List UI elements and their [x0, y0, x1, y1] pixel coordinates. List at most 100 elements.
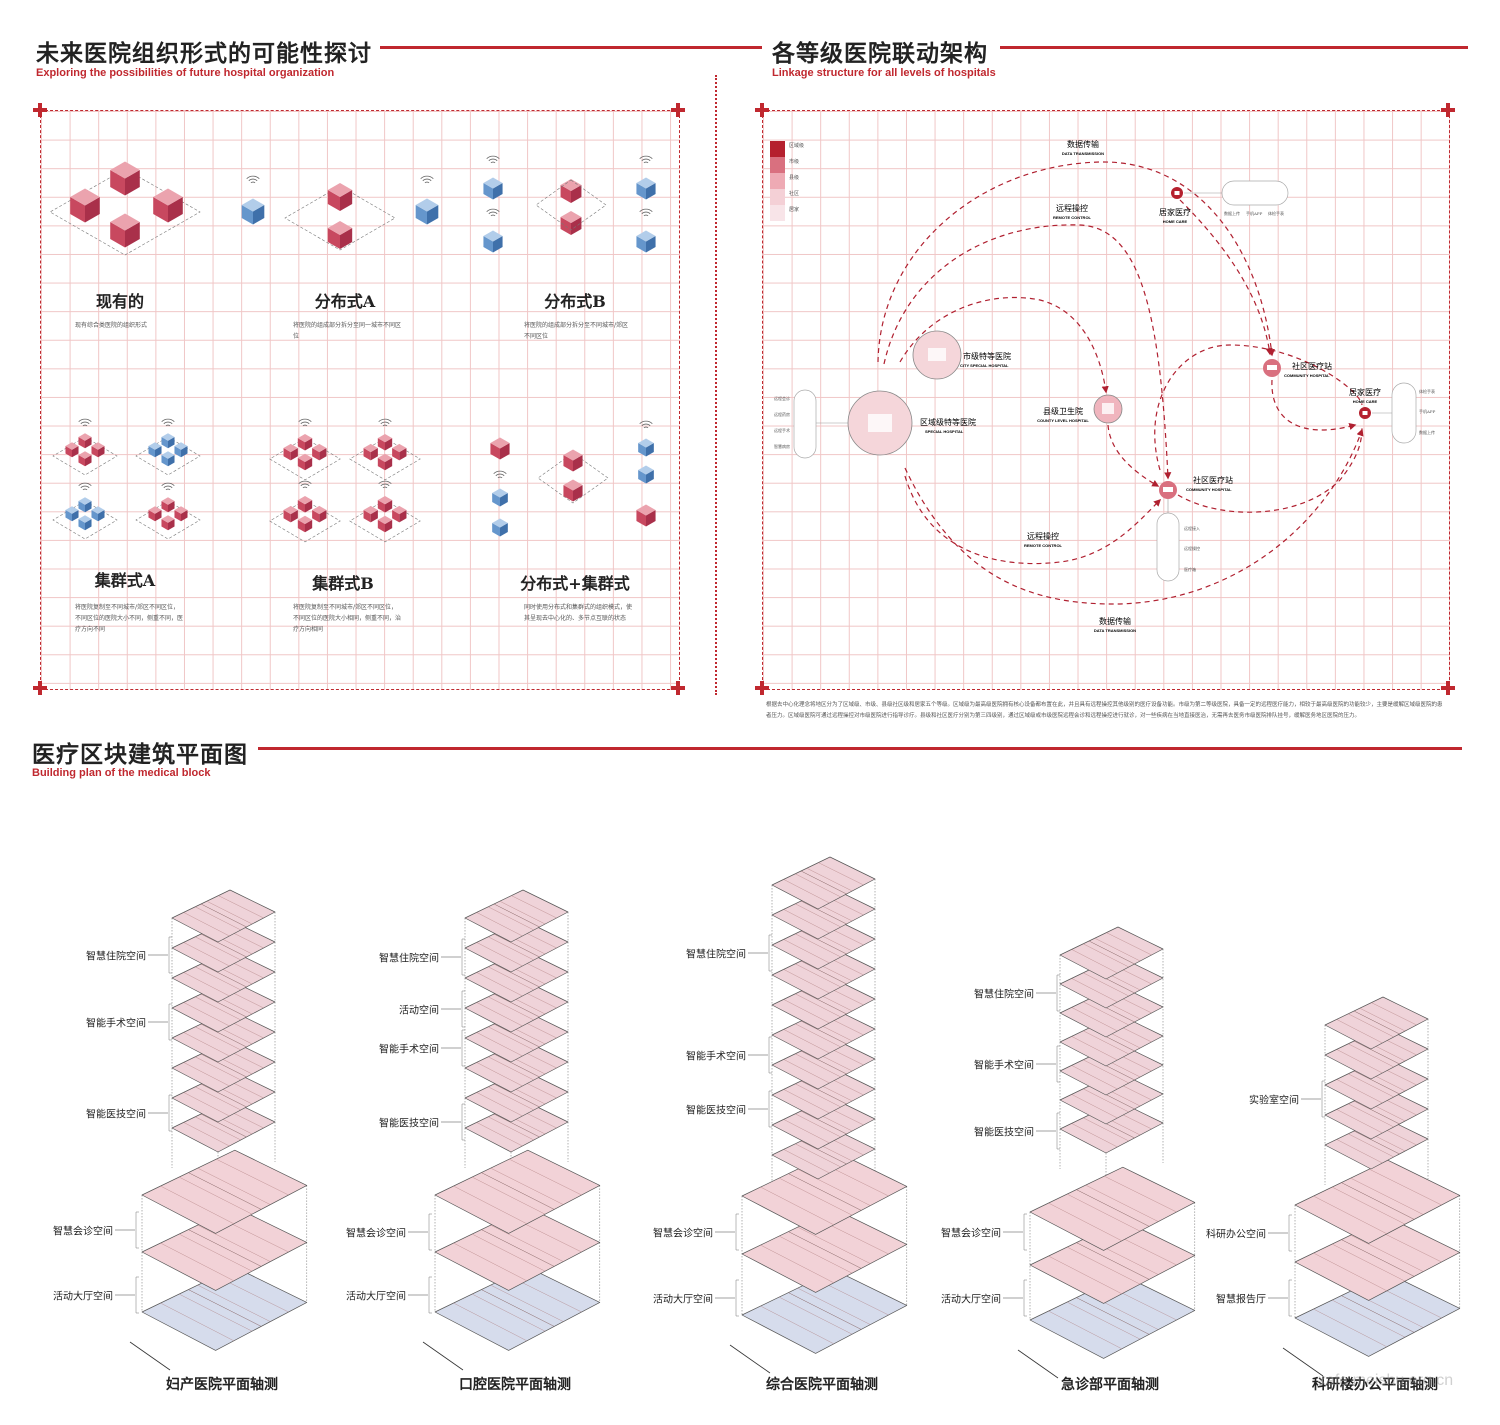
- community-hospital-label: 社区医疗站: [1292, 361, 1332, 371]
- tower-floor-plate: [771, 856, 876, 910]
- section3-subtitle: Building plan of the medical block: [32, 767, 211, 779]
- red-cube: [363, 443, 378, 461]
- red-cube: [377, 515, 393, 533]
- section1-subtitle: Exploring the possibilities of future ho…: [36, 67, 335, 79]
- legend-swatch: [770, 173, 785, 189]
- community-hospital-label-en: COMMUNITY HOSPITAL: [1186, 487, 1232, 492]
- service-label: 医疗箱: [1184, 566, 1196, 572]
- wifi-icon: [486, 208, 500, 217]
- watermark: xafa.meishu.org.cn: [1318, 1372, 1454, 1389]
- bracket: [735, 1279, 739, 1317]
- site-boundary: [284, 185, 396, 251]
- home-devices-pill: [1221, 180, 1289, 206]
- tower-floor-plate: [771, 1006, 876, 1060]
- red-cube: [153, 188, 183, 223]
- hospital-building-icon: [868, 414, 892, 432]
- bracket: [1023, 1279, 1027, 1317]
- blue-cube: [638, 465, 654, 484]
- corner-plus-icon: [1441, 103, 1455, 117]
- legend-label: 区域级: [789, 142, 804, 149]
- red-cube: [283, 505, 298, 523]
- wifi-icon: [161, 418, 175, 427]
- space-label: 活动大厅空间: [53, 1291, 113, 1303]
- community-hospital-label-en: COMMUNITY HOSPITAL: [1284, 373, 1330, 378]
- space-label: 智慧会诊空间: [346, 1228, 406, 1240]
- ground-floor-plate: [1029, 1274, 1196, 1359]
- red-cube: [297, 495, 313, 513]
- title-rule: [380, 46, 762, 49]
- org-desc-distributed-b: 将医院的组成部分拆分至不同城市/郊区不同区位: [524, 322, 629, 340]
- corner-plus-icon: [1441, 681, 1455, 695]
- red-cube: [65, 442, 79, 458]
- corner-plus-icon: [755, 103, 769, 117]
- bracket: [735, 1213, 739, 1251]
- blue-cube: [636, 230, 656, 253]
- home-care-link: [1179, 199, 1273, 356]
- blue-cube: [91, 506, 105, 522]
- red-cube: [327, 183, 353, 211]
- space-label: 智慧住院空间: [686, 949, 746, 961]
- remote-control-label-en: REMOTE CONTROL: [1024, 543, 1063, 548]
- linkage-diagram: 区域级 市级 县级 社区 居家: [770, 139, 1436, 633]
- bracket: [461, 1029, 465, 1067]
- bracket: [135, 1211, 139, 1249]
- city-hospital-label: 市级特等医院: [963, 351, 1011, 361]
- county-hospital-label-en: COUNTY LEVEL HOSPITAL: [1037, 418, 1089, 423]
- legend-label: 居家: [789, 206, 799, 213]
- tower-floor-plate: [1324, 996, 1429, 1050]
- ground-floor-plate: [1294, 1272, 1461, 1357]
- service-label: 远程接入: [1184, 525, 1200, 531]
- home-care-label: 居家医疗: [1349, 387, 1381, 397]
- bracket: [1288, 1279, 1292, 1317]
- space-label: 智能手术空间: [974, 1060, 1034, 1072]
- site-boundary: [269, 499, 341, 543]
- wifi-icon: [298, 418, 312, 427]
- title-rule: [1000, 46, 1468, 49]
- wifi-icon: [78, 418, 92, 427]
- scale-bar: [129, 1341, 171, 1371]
- blue-cube: [483, 177, 503, 200]
- home-care-label: 居家医疗: [1159, 207, 1191, 217]
- space-label: 智慧会诊空间: [53, 1226, 113, 1238]
- space-label: 智慧会诊空间: [941, 1228, 1001, 1240]
- red-cube: [297, 515, 313, 533]
- section-divider: [715, 75, 717, 695]
- community-services-pill: [1156, 512, 1180, 582]
- organization-grid-panel: [40, 110, 680, 690]
- device-label: 数据上传: [1224, 210, 1240, 216]
- scale-bar: [729, 1344, 771, 1374]
- space-label: 智慧报告厅: [1216, 1294, 1266, 1306]
- org-title-cluster-b: 集群式B: [312, 574, 374, 593]
- red-cube: [363, 505, 378, 523]
- regional-hospital-label-en: SPECIAL HOSPITAL: [925, 429, 964, 434]
- blue-cube: [148, 442, 162, 458]
- data-transmission-label-en: DATA TRANSMISSION: [1094, 628, 1136, 633]
- legend-label: 社区: [789, 190, 799, 197]
- legend-swatch: [770, 141, 785, 157]
- city-county-arc: [899, 296, 1109, 394]
- site-boundary: [269, 437, 341, 481]
- tower-floor-plate: [464, 889, 569, 943]
- data-transmission-label: 数据传输: [1067, 139, 1099, 149]
- bracket: [135, 1276, 139, 1314]
- device-label: 手机APP: [1246, 210, 1263, 216]
- red-cube: [297, 433, 313, 451]
- org-desc-cluster-b: 将医院复制至不同城市/郊区不同区位，不同区位的医院大小相同，侧重不同，治疗方向相…: [293, 604, 402, 633]
- bracket: [461, 990, 465, 1028]
- wifi-icon: [378, 418, 392, 427]
- bracket: [1056, 1112, 1060, 1150]
- podium-floor-plate: [141, 1149, 308, 1234]
- blue-cube: [78, 515, 92, 531]
- section2-title: 各等级医院联动架构: [772, 40, 988, 67]
- data-transmission-label-en: DATA TRANSMISSION: [1062, 151, 1104, 156]
- org-desc-distributed-a: 将医院的组成部分拆分至同一城市不同区位: [293, 322, 402, 340]
- red-cube: [78, 433, 92, 449]
- blue-cube: [161, 451, 175, 467]
- service-label: 远程药房: [774, 411, 790, 417]
- title-rule: [258, 747, 1462, 750]
- space-label: 智慧住院空间: [974, 989, 1034, 1001]
- space-label: 智慧会诊空间: [653, 1228, 713, 1240]
- regional-hospital-label: 区域级特等医院: [920, 417, 976, 427]
- community-loop-arc: [1154, 344, 1363, 471]
